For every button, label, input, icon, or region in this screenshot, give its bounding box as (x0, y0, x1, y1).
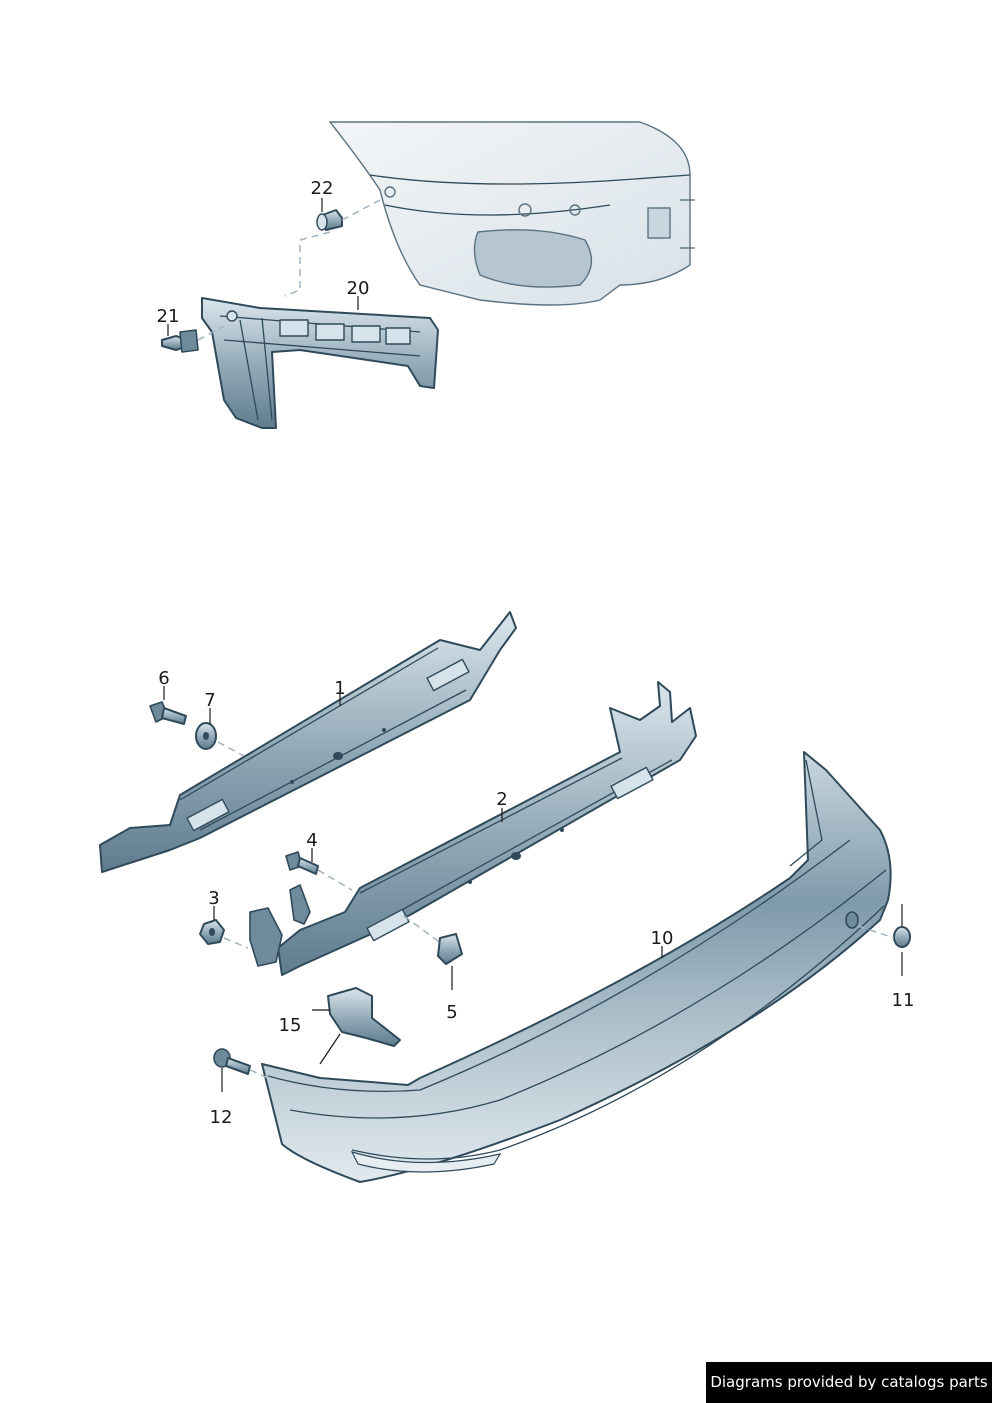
part-label-12: 12 (210, 1107, 233, 1128)
push-rivet-part-21[interactable] (161, 329, 199, 353)
leader-dash-3 (223, 937, 249, 949)
impact-beam-part-1[interactable] (99, 611, 517, 873)
part-label-11: 11 (892, 990, 915, 1011)
part-label-1: 1 (334, 678, 345, 699)
part-label-7: 7 (204, 690, 215, 711)
bumper-carrier-part-2[interactable] (249, 681, 697, 976)
leader-dash-7 (217, 741, 245, 757)
part-label-3: 3 (208, 888, 219, 909)
leader-dash-4 (317, 869, 353, 891)
part-label-5: 5 (446, 1002, 457, 1023)
cap-part-11[interactable] (893, 904, 911, 948)
screw-part-12[interactable] (213, 1048, 251, 1075)
clip-part-22[interactable] (316, 209, 343, 231)
part-label-6: 6 (158, 668, 169, 689)
part-label-4: 4 (306, 830, 317, 851)
leader-dash-11 (857, 925, 895, 939)
diagram-credit-banner: Diagrams provided by catalogs parts (706, 1362, 992, 1403)
part-label-22: 22 (311, 178, 334, 199)
bolt-part-4[interactable] (285, 851, 319, 875)
part-label-2: 2 (496, 789, 507, 810)
leader-dash-22 (284, 199, 381, 297)
leader-dash-5 (403, 915, 443, 945)
bumper-cover-part-10[interactable] (261, 751, 892, 1183)
part-label-10: 10 (651, 928, 674, 949)
callout-leaders (163, 198, 903, 1092)
washer-part-7[interactable] (195, 722, 217, 750)
part-label-21: 21 (157, 306, 180, 327)
part-label-20: 20 (347, 278, 370, 299)
car-body-rear-corner (328, 121, 695, 306)
screw-part-6[interactable] (149, 701, 187, 725)
nut-part-3[interactable] (199, 919, 225, 945)
part-label-15: 15 (279, 1015, 302, 1036)
leader-dash-21 (197, 325, 225, 341)
leader-dash-12 (249, 1069, 269, 1079)
clip-nut-part-5[interactable] (437, 933, 463, 965)
bracket-part-20[interactable] (201, 297, 439, 429)
cover-plate-part-15[interactable] (327, 987, 401, 1047)
